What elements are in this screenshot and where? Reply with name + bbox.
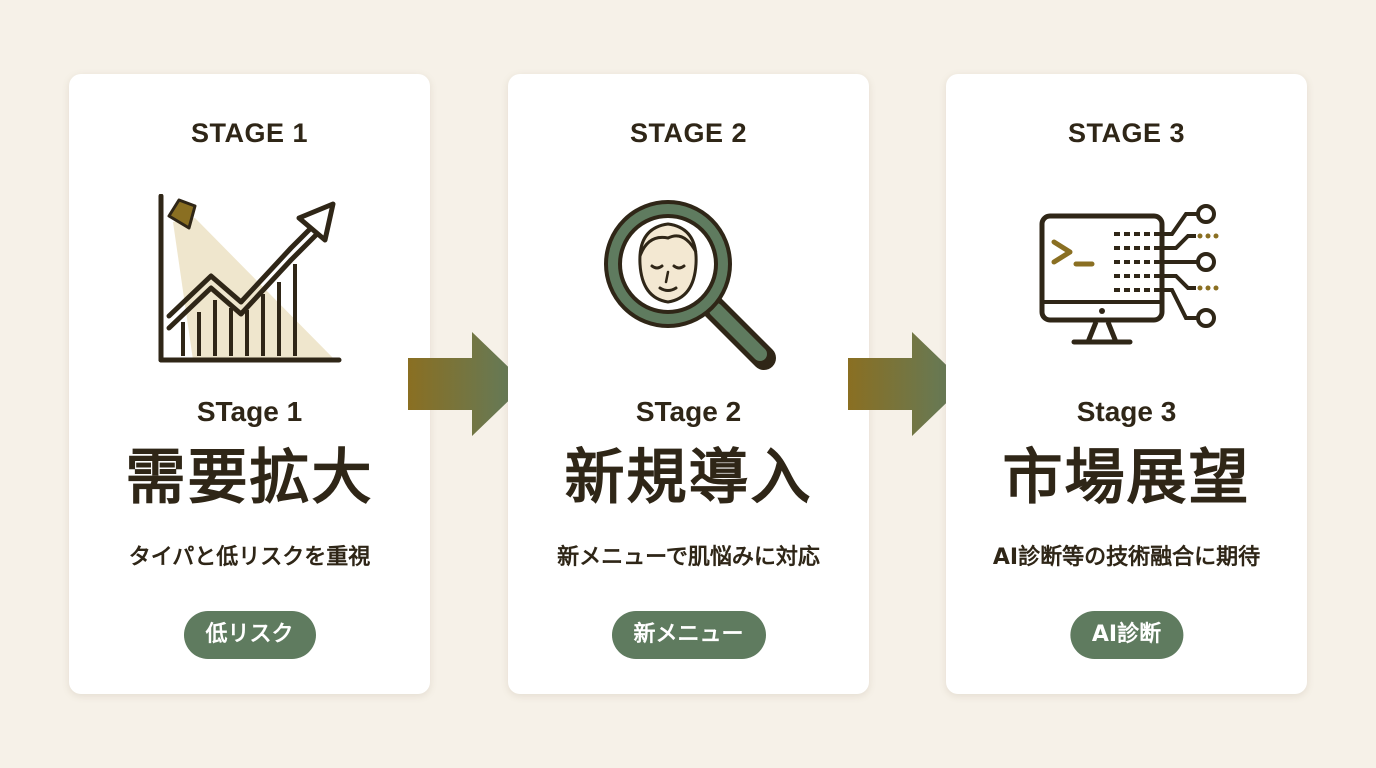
stage-sublabel: STage 2 xyxy=(635,396,742,427)
stage-label: STAGE 3 xyxy=(1067,118,1186,148)
stage-sublabel: STage 1 xyxy=(196,396,303,427)
stage-description: AI診断等の技術融合に期待 xyxy=(992,545,1261,570)
stage-description: 新メニューで肌悩みに対応 xyxy=(557,545,820,570)
stage-card-1: STAGE 1 STage 1 需要拡大 タイパと低リスクを重 xyxy=(69,74,430,694)
stage-badge: AI診断 xyxy=(1069,611,1184,659)
face-magnifier-icon xyxy=(588,194,788,374)
stage-badge: 新メニュー xyxy=(611,611,766,659)
stage-label: STAGE 2 xyxy=(629,118,748,148)
stage-title: 市場展望 xyxy=(1002,443,1251,513)
stage-card-2: STAGE 2 STage 2 新規導入 新メニューで肌悩みに対応 新メニュー xyxy=(508,74,869,694)
stage-card-3: STAGE 3 xyxy=(946,74,1307,694)
stage-description: タイパと低リスクを重視 xyxy=(128,545,371,570)
stage-badge: 低リスク xyxy=(183,611,316,659)
stage-title: 新規導入 xyxy=(564,443,813,513)
stage-title: 需要拡大 xyxy=(125,443,374,513)
stage-sublabel: Stage 3 xyxy=(1076,396,1177,427)
computer-circuit-icon xyxy=(1026,194,1226,374)
growth-chart-spotlight-icon xyxy=(149,193,349,374)
arrow-right-icon xyxy=(848,332,968,436)
arrow-right-icon xyxy=(408,332,528,436)
stage-label: STAGE 1 xyxy=(190,118,309,148)
